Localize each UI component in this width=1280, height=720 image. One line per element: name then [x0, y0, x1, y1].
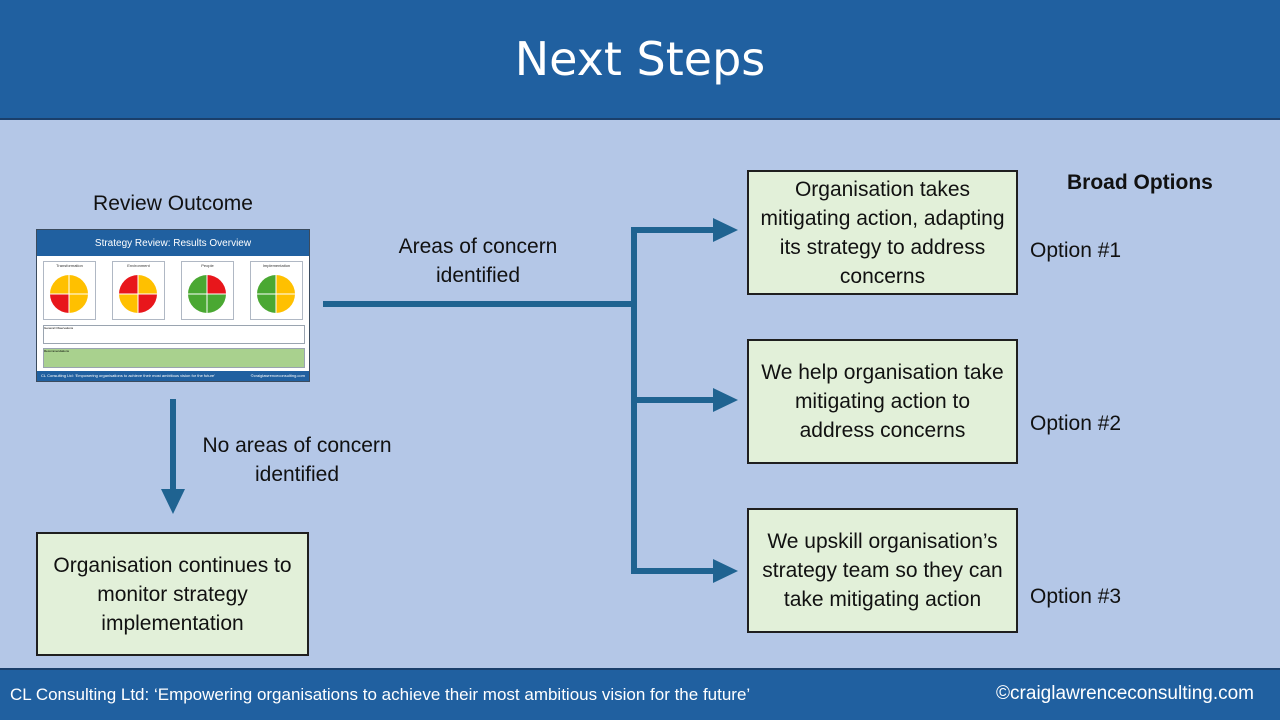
connector-branch-3: [631, 568, 715, 574]
connector-branch-2: [631, 397, 715, 403]
thumbnail-observations: General Observations: [43, 325, 305, 344]
thumbnail-footer: CL Consulting Ltd: 'Empowering organisat…: [37, 371, 309, 381]
option-3-label: Option #3: [1030, 585, 1122, 608]
rag-pie-environment: [119, 275, 157, 313]
thumbnail-footer-left: CL Consulting Ltd: 'Empowering organisat…: [41, 373, 215, 378]
rag-pie-people: [188, 275, 226, 313]
option-2-label: Option #2: [1030, 412, 1122, 435]
thumbnail-panel-people: People: [181, 261, 234, 320]
rag-pie-transformation: [50, 275, 88, 313]
review-outcome-label: Review Outcome: [93, 192, 253, 215]
arrowhead-option-2: [713, 388, 738, 412]
thumbnail-panel-transformation: Transformation: [43, 261, 96, 320]
connector-down: [170, 399, 176, 491]
no-concern-label: No areas of concern identified: [202, 434, 392, 486]
footer-bar: CL Consulting Ltd: ‘Empowering organisat…: [0, 668, 1280, 720]
footer-website: ©craiglawrenceconsulting.com: [996, 683, 1254, 704]
thumbnail-panel-implementation: Implementation: [250, 261, 303, 320]
thumbnail-panel-label: Transformation: [56, 263, 83, 268]
arrowhead-down: [161, 489, 185, 514]
thumbnail-recommendations-label: Recommendations: [44, 349, 70, 353]
thumbnail-panel-label: People: [201, 263, 214, 268]
connector-branch-1: [631, 227, 715, 233]
thumbnail-footer-right: ©craiglawrenceconsulting.com: [250, 373, 305, 378]
broad-options-heading: Broad Options: [1067, 171, 1213, 194]
thumbnail-observations-label: General Observations: [44, 326, 74, 330]
footer-tagline: CL Consulting Ltd: ‘Empowering organisat…: [10, 685, 751, 704]
continue-monitoring-box: Organisation continues to monitor strate…: [36, 532, 309, 656]
option-1-box: Organisation takes mitigating action, ad…: [747, 170, 1018, 295]
header-bar: Next Steps: [0, 0, 1280, 120]
thumbnail-recommendations: Recommendations: [43, 348, 305, 368]
option-1-label: Option #1: [1030, 239, 1122, 262]
thumbnail-title: Strategy Review: Results Overview: [37, 230, 309, 256]
option-3-box: We upskill organisation’s strategy team …: [747, 508, 1018, 633]
thumbnail-panel-label: Implementation: [262, 263, 291, 268]
connector-main: [323, 301, 637, 307]
thumbnail-panel-environment: Environment: [112, 261, 165, 320]
page-title: Next Steps: [514, 32, 766, 86]
results-overview-thumbnail: Strategy Review: Results Overview Transf…: [36, 229, 310, 382]
arrowhead-option-3: [713, 559, 738, 583]
rag-pie-implementation: [257, 275, 295, 313]
option-2-box: We help organisation take mitigating act…: [747, 339, 1018, 464]
concern-label: Areas of concern identified: [398, 235, 558, 287]
arrowhead-option-1: [713, 218, 738, 242]
thumbnail-panel-label: Environment: [127, 263, 150, 268]
